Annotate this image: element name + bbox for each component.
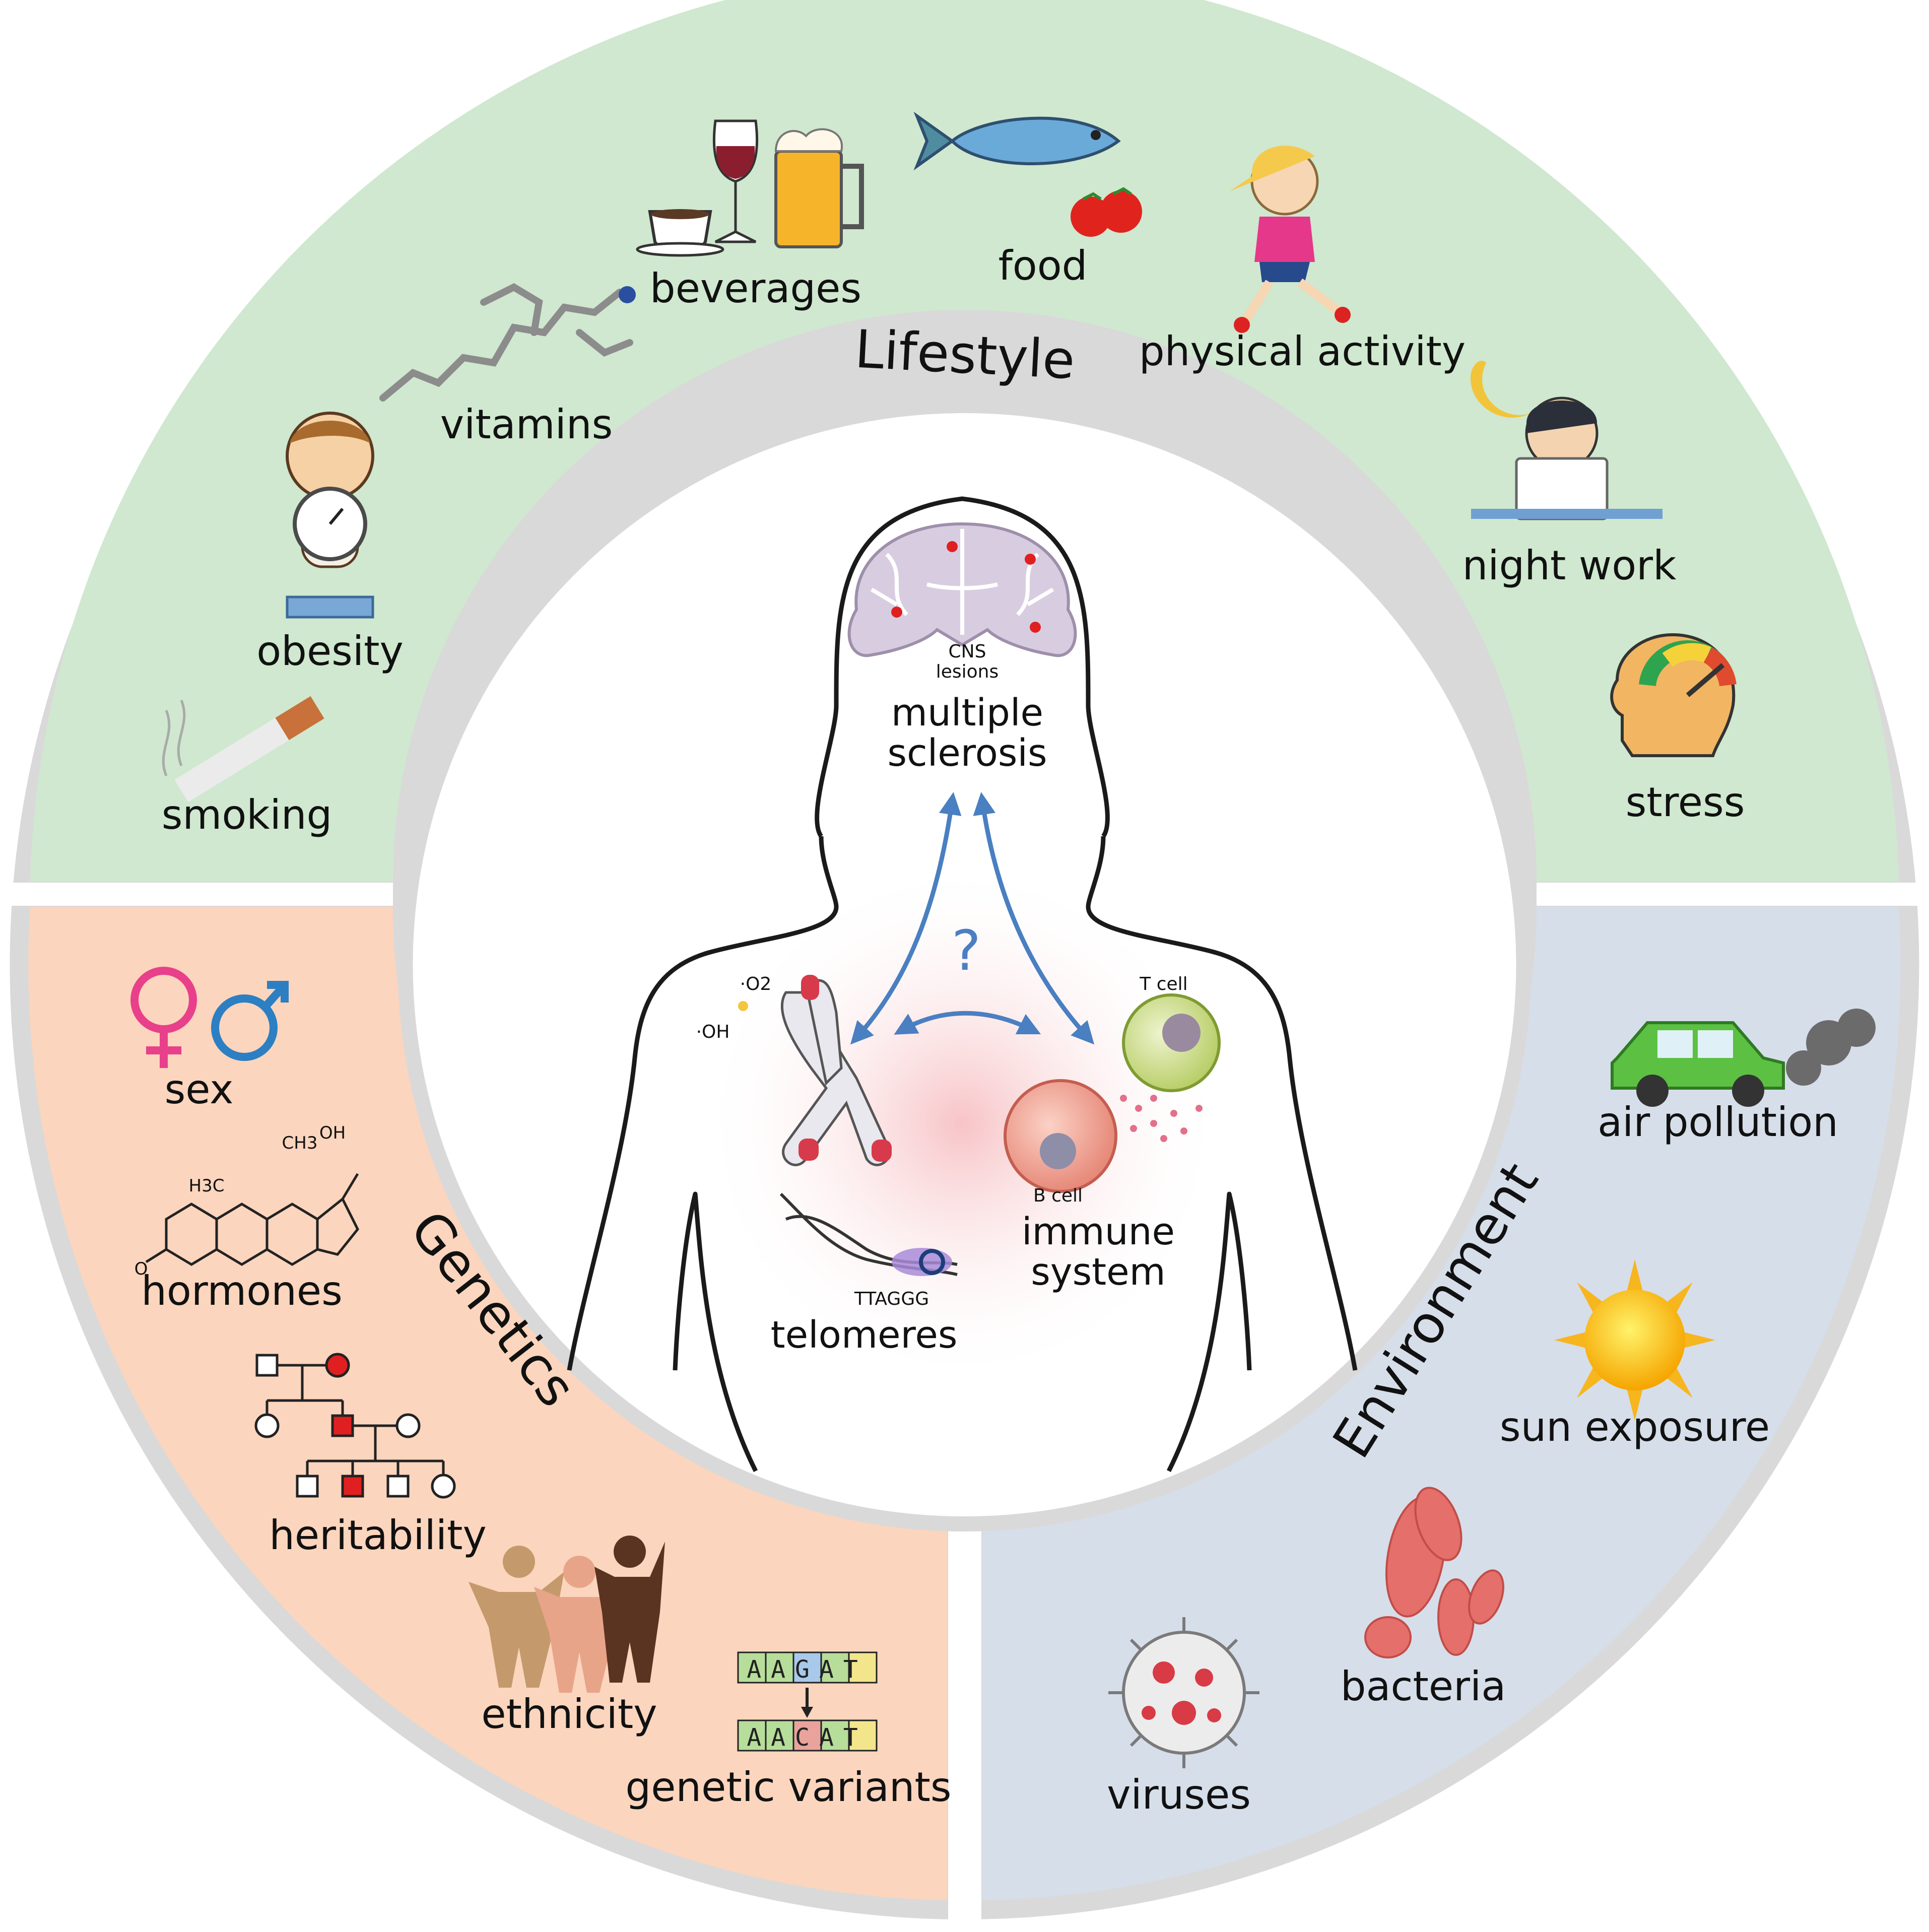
- ethnicity-label: ethnicity: [481, 1691, 657, 1738]
- hormones-label: hormones: [141, 1268, 343, 1314]
- lesions-label: lesions: [936, 661, 999, 682]
- steroid-o: O: [135, 1259, 148, 1279]
- relationship-arrows: [850, 792, 1095, 1045]
- sun-exposure-label: sun exposure: [1500, 1404, 1770, 1450]
- arrow-telomeres-ms: [850, 792, 962, 1045]
- steroid-ch3: CH3: [282, 1133, 318, 1153]
- oh-radical-label: ·OH: [696, 1022, 730, 1042]
- genetic-variants-label: genetic variants: [625, 1764, 951, 1811]
- b-cell-label: B cell: [1033, 1185, 1083, 1206]
- heritability-label: heritability: [269, 1512, 487, 1559]
- lifestyle-title: Lifestyle: [853, 318, 1077, 391]
- telomeres-label: telomeres: [771, 1313, 958, 1357]
- night-work-icon: [1471, 361, 1662, 520]
- antibody-dots: [1120, 1095, 1203, 1142]
- o2-radical-label: ·O2: [740, 974, 772, 994]
- ethnicity-people-icon: [469, 1536, 665, 1693]
- virus-icon: [1108, 1617, 1259, 1768]
- exhaust-smoke-icon: [1786, 1009, 1876, 1086]
- sequence-before: [737, 1651, 878, 1684]
- night-work-label: night work: [1462, 542, 1677, 589]
- vitamins-label: vitamins: [440, 401, 613, 448]
- stress-label: stress: [1626, 779, 1745, 826]
- ms-label-line1: multiple: [891, 691, 1043, 735]
- sector-dividers: [10, 883, 1919, 1929]
- bacteria-label: bacteria: [1341, 1663, 1506, 1710]
- lesion-icon: [891, 541, 1041, 633]
- stress-head-icon: [1610, 633, 1737, 757]
- food-label: food: [999, 242, 1088, 289]
- child-on-scale-icon: [286, 412, 374, 619]
- steroid-structure-icon: [145, 1173, 359, 1266]
- sequence-after-text: AACAT: [747, 1723, 868, 1752]
- beverages-icon: [636, 119, 864, 257]
- sequence-before-text: AAGAT: [747, 1655, 868, 1684]
- immune-label-line1: immune: [1022, 1210, 1175, 1253]
- running-girl-icon: [1229, 146, 1351, 333]
- tomato-icon: [1071, 187, 1142, 237]
- ttaggg-label: TTAGGG: [854, 1289, 929, 1309]
- genetics-sector: [28, 907, 947, 1900]
- t-cell-icon: [1122, 993, 1221, 1092]
- arrow-telomeres-immune: [894, 1011, 1041, 1035]
- cigarette-icon: [162, 696, 324, 803]
- b-cell-icon: [1004, 1079, 1117, 1193]
- pedigree-icon: [254, 1353, 456, 1499]
- arrow-immune-ms: [973, 792, 1095, 1045]
- steroid-oh: OH: [319, 1123, 346, 1143]
- bacteria-icon: [1364, 1487, 1504, 1658]
- question-mark: ?: [952, 918, 981, 983]
- chromosome-icon: [738, 975, 892, 1166]
- sex-label: sex: [165, 1066, 234, 1113]
- physical-activity-label: physical activity: [1139, 328, 1466, 375]
- fish-icon: [913, 111, 1121, 171]
- smoking-label: smoking: [162, 791, 332, 838]
- viruses-label: viruses: [1107, 1771, 1251, 1818]
- female-symbol-icon: [130, 967, 197, 1068]
- immune-label-line2: system: [1031, 1250, 1166, 1294]
- steroid-h3c: H3C: [189, 1176, 225, 1196]
- cns-label: CNS: [949, 641, 986, 662]
- beverages-label: beverages: [650, 265, 861, 312]
- brain-icon: [847, 522, 1077, 657]
- air-pollution-label: air pollution: [1598, 1099, 1838, 1146]
- sequence-after: [737, 1719, 878, 1752]
- male-symbol-icon: [211, 981, 289, 1061]
- car-icon: [1611, 1021, 1785, 1107]
- vitamin-molecule-icon: [379, 283, 636, 402]
- ms-label-line2: sclerosis: [887, 731, 1047, 775]
- lifestyle-sector: [30, 0, 1899, 882]
- genetic-variant-icon: AAGAT AACAT: [737, 1651, 878, 1752]
- t-cell-label: T cell: [1139, 974, 1187, 994]
- sun-icon: [1554, 1259, 1715, 1421]
- obesity-label: obesity: [256, 628, 404, 675]
